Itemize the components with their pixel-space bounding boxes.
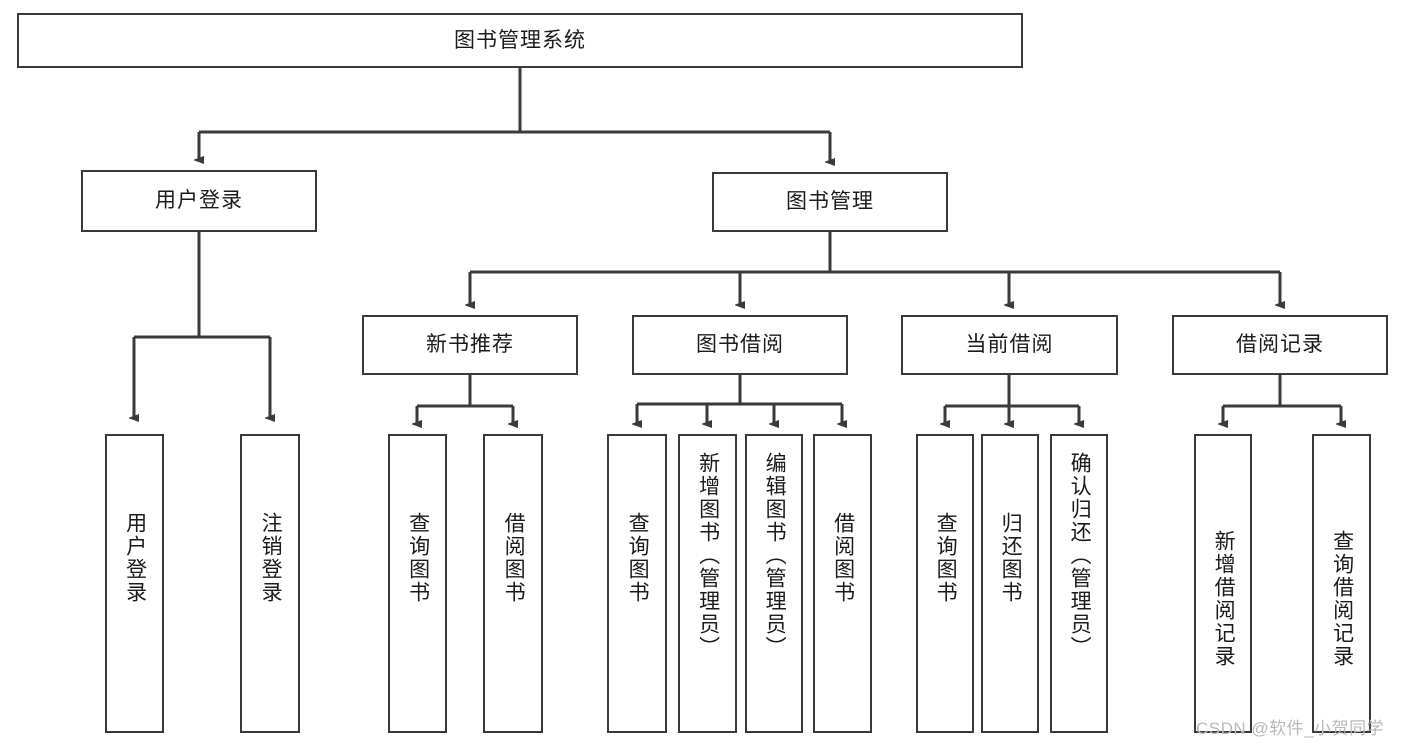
node-leaf-query-borrow-record-label: 查询借阅记录 (1330, 530, 1354, 668)
node-user-login[interactable]: 用户登录 (81, 170, 317, 232)
node-leaf-add-book-admin-label: 新增图书（管理员） (696, 452, 720, 659)
node-leaf-query-book-2-label: 查询图书 (626, 512, 650, 604)
node-leaf-borrow-book-1[interactable]: 借阅图书 (483, 434, 543, 733)
node-leaf-return-book[interactable]: 归还图书 (981, 434, 1039, 733)
node-user-login-label: 用户登录 (155, 189, 243, 213)
node-leaf-borrow-book-2-label: 借阅图书 (831, 512, 855, 604)
node-leaf-logout[interactable]: 注销登录 (240, 434, 300, 733)
node-book-borrow-label: 图书借阅 (696, 333, 784, 357)
node-new-book-rec[interactable]: 新书推荐 (362, 315, 578, 375)
node-leaf-query-book-1-label: 查询图书 (406, 512, 430, 604)
node-current-borrow[interactable]: 当前借阅 (901, 315, 1118, 375)
node-leaf-query-book-3-label: 查询图书 (934, 512, 958, 604)
node-borrow-record-label: 借阅记录 (1236, 333, 1324, 357)
node-leaf-edit-book-admin-label: 编辑图书（管理员） (763, 452, 787, 659)
node-leaf-return-book-label: 归还图书 (999, 512, 1023, 604)
node-leaf-user-login[interactable]: 用户登录 (105, 434, 164, 733)
node-book-manage-label: 图书管理 (786, 190, 874, 214)
node-leaf-confirm-return-admin[interactable]: 确认归还（管理员） (1050, 434, 1108, 733)
node-leaf-confirm-return-admin-label: 确认归还（管理员） (1068, 452, 1092, 659)
watermark-text: CSDN @软件_小贺同学 (1196, 719, 1385, 738)
node-new-book-rec-label: 新书推荐 (426, 333, 514, 357)
node-root-label: 图书管理系统 (454, 28, 586, 52)
node-leaf-query-book-1[interactable]: 查询图书 (388, 434, 447, 733)
node-book-borrow[interactable]: 图书借阅 (632, 315, 848, 375)
node-leaf-borrow-book-1-label: 借阅图书 (502, 512, 526, 604)
node-leaf-query-borrow-record[interactable]: 查询借阅记录 (1312, 434, 1371, 733)
node-leaf-logout-label: 注销登录 (259, 512, 283, 604)
node-current-borrow-label: 当前借阅 (965, 333, 1054, 357)
node-leaf-add-borrow-record[interactable]: 新增借阅记录 (1194, 434, 1252, 733)
node-root[interactable]: 图书管理系统 (17, 13, 1023, 68)
node-leaf-query-book-2[interactable]: 查询图书 (607, 434, 667, 733)
node-book-manage[interactable]: 图书管理 (712, 172, 948, 232)
node-leaf-query-book-3[interactable]: 查询图书 (916, 434, 974, 733)
node-leaf-add-borrow-record-label: 新增借阅记录 (1212, 530, 1236, 668)
node-leaf-edit-book-admin[interactable]: 编辑图书（管理员） (745, 434, 803, 733)
node-leaf-user-login-label: 用户登录 (123, 512, 147, 604)
node-borrow-record[interactable]: 借阅记录 (1172, 315, 1388, 375)
node-leaf-add-book-admin[interactable]: 新增图书（管理员） (678, 434, 737, 733)
node-leaf-borrow-book-2[interactable]: 借阅图书 (813, 434, 872, 733)
